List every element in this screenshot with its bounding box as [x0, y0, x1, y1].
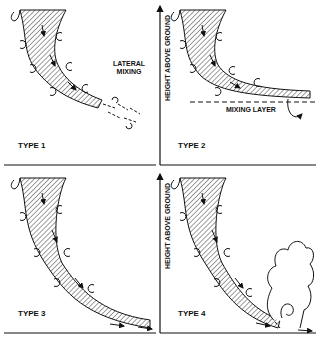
type-label: TYPE 1	[18, 142, 46, 151]
type-label: TYPE 3	[18, 310, 46, 319]
type-label: TYPE 4	[178, 310, 206, 319]
axis-label: HEIGHT ABOVE GROUND	[164, 15, 172, 101]
axis-label: HEIGHT ABOVE GROUND	[164, 183, 172, 269]
type-label: TYPE 2	[178, 142, 206, 151]
mixing-note: MIXING LAYER	[226, 106, 276, 114]
mixing-note: LATERAL MIXING	[106, 60, 152, 75]
